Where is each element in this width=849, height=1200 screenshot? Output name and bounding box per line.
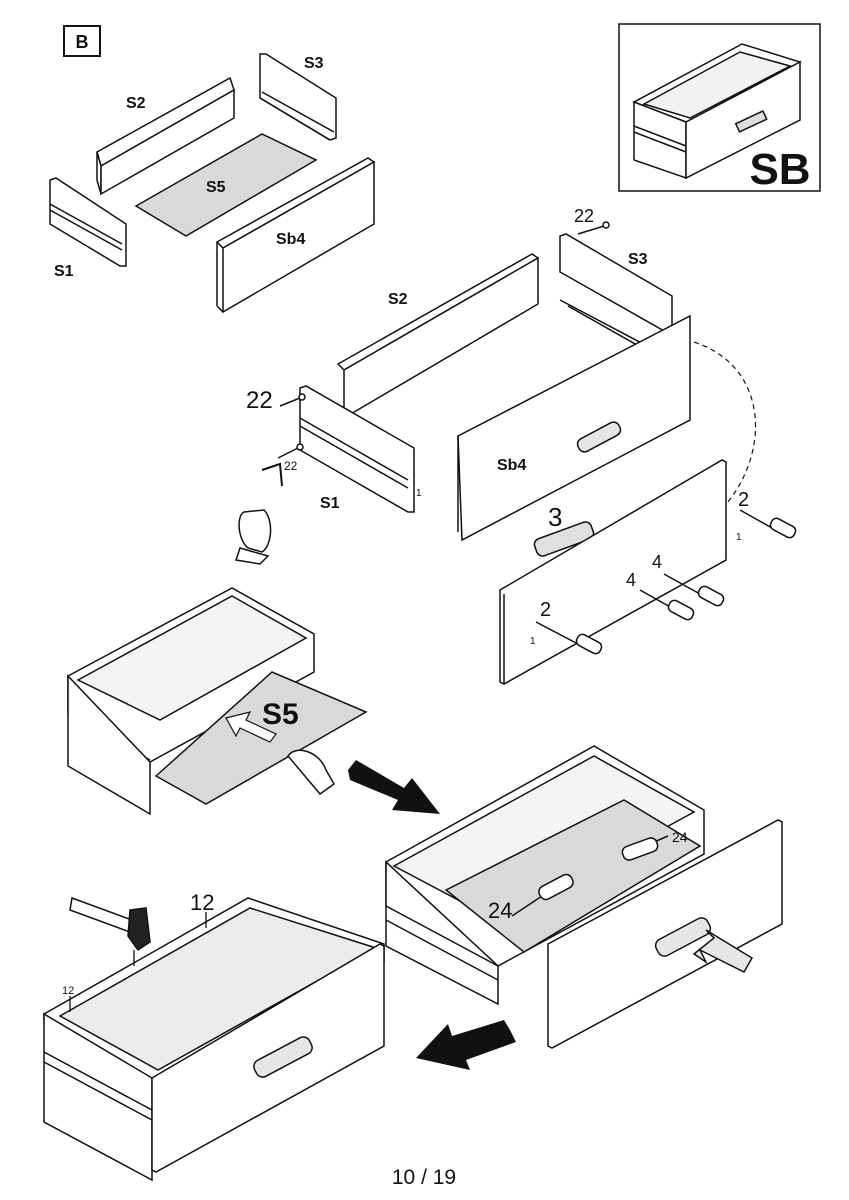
screwdriver-icon	[535, 509, 797, 655]
slide-arrow-icon	[225, 711, 277, 743]
hammer-icon	[69, 896, 151, 952]
screwdriver-icon-2	[511, 835, 669, 917]
drawer-front-attach	[385, 745, 783, 1049]
callout-1-right: 1	[736, 532, 742, 543]
step-badge: B	[63, 25, 101, 57]
screw-22-icon	[277, 221, 610, 459]
label-sb4-top: Sb4	[276, 231, 305, 248]
callout-22-small: 22	[284, 459, 298, 473]
callout-12-small: 12	[62, 985, 74, 997]
big-arrow-down-right-icon	[348, 760, 440, 814]
label-s1-assembly: S1	[320, 495, 340, 512]
side-assembly	[299, 233, 691, 557]
callout-24-right: 24	[672, 829, 688, 845]
callout-3-handle: 3	[548, 502, 562, 532]
inset-label: SB	[749, 145, 810, 194]
callout-2-left: 2	[540, 599, 551, 621]
label-s2-top: S2	[126, 95, 146, 112]
hand-icon-2	[287, 749, 335, 796]
label-s5-insert: S5	[262, 698, 299, 731]
step-badge-label: B	[76, 32, 89, 52]
callout-1-s1: 1	[416, 488, 422, 499]
callout-1-left: 1	[530, 636, 536, 647]
page-number: 10 / 19	[392, 1166, 456, 1189]
big-arrow-down-left-icon	[416, 1020, 516, 1070]
callout-24-left: 24	[488, 898, 512, 923]
front-panel-detail	[499, 459, 727, 685]
part-s1-panel	[49, 177, 127, 267]
allen-key-icon	[261, 462, 283, 487]
finished-drawer-inset: SB	[618, 23, 821, 194]
exploded-parts	[49, 53, 376, 314]
drawer-frame-s5	[67, 587, 368, 816]
callout-12-top: 12	[190, 890, 214, 915]
label-s3-assembly: S3	[628, 251, 648, 268]
callout-4-right: 4	[652, 552, 662, 572]
callout-22-left: 22	[246, 387, 273, 414]
label-sb4-assembly: Sb4	[497, 457, 526, 474]
callout-22-top: 22	[574, 206, 594, 226]
push-arrow-icon	[692, 929, 754, 973]
label-s3-top: S3	[304, 55, 324, 72]
assembly-sb4-panel	[457, 314, 691, 542]
handle-part-3	[533, 521, 595, 557]
label-s5-top: S5	[206, 179, 226, 196]
part-s5-board	[134, 133, 318, 237]
callout-2-right: 2	[738, 489, 749, 511]
label-s1-top: S1	[54, 263, 74, 280]
assembly-s3-panel	[559, 233, 673, 333]
callout-4-left: 4	[626, 570, 636, 590]
final-drawer	[43, 897, 385, 1182]
nail-12-icon	[69, 912, 207, 1012]
hand-icon	[235, 509, 272, 565]
drawer-front-panel	[547, 819, 783, 1049]
label-s2-assembly: S2	[388, 291, 408, 308]
